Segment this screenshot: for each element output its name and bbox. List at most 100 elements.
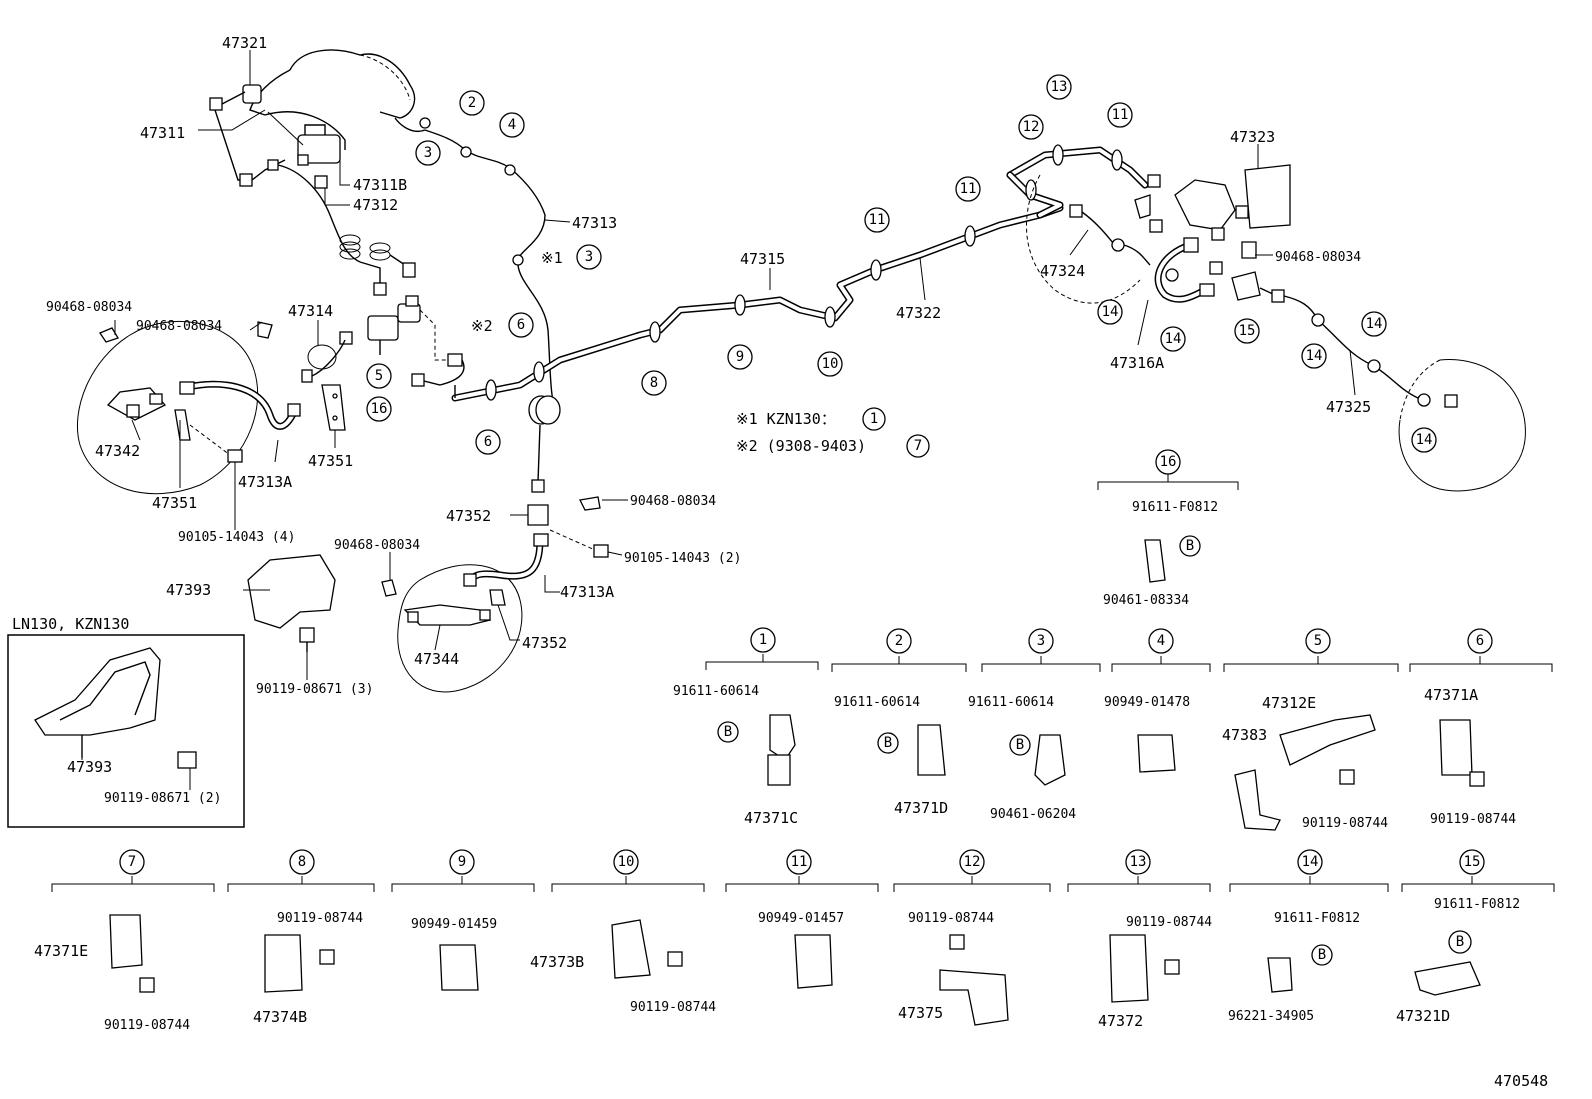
group-12-b: 47375: [898, 1004, 943, 1022]
group-2-a: 91611-60614: [834, 695, 920, 710]
note-2-ref: 7: [914, 438, 922, 454]
group-3-num: 3: [1037, 633, 1045, 649]
callout-15: 15: [1239, 323, 1256, 339]
group-2-b: B: [884, 735, 892, 751]
label-clip-c: 90468-08034: [630, 494, 716, 509]
callout-16: 16: [371, 401, 388, 417]
label-47316a: 47316A: [1110, 354, 1164, 372]
inset-title: LN130, KZN130: [12, 615, 129, 633]
note-1-ref: 1: [870, 411, 878, 427]
callout-8: 8: [650, 375, 658, 391]
group-6-num: 6: [1476, 633, 1484, 649]
group-9-a: 90949-01459: [411, 917, 497, 932]
label-47351-a: 47351: [152, 494, 197, 512]
label-bolt-4: 90105-14043 (4): [178, 530, 295, 545]
group-15-c: 47321D: [1396, 1007, 1450, 1025]
label-47321: 47321: [222, 34, 267, 52]
group-2-num: 2: [895, 633, 903, 649]
group-15-num: 15: [1464, 854, 1481, 870]
group-9-num: 9: [458, 854, 466, 870]
group-3-a: 91611-60614: [968, 695, 1054, 710]
label-47325: 47325: [1326, 398, 1371, 416]
label-47313a-right: 47313A: [560, 583, 614, 601]
group-3-c: 90461-06204: [990, 807, 1076, 822]
group-15-b: B: [1456, 934, 1464, 950]
label-bolt-3: 90119-08671 (3): [256, 682, 373, 697]
center-tube-run: [451, 204, 1064, 558]
group-6-b: 90119-08744: [1430, 812, 1516, 827]
group-10-b: 90119-08744: [630, 1000, 716, 1015]
group-14-num: 14: [1302, 854, 1319, 870]
callout-14-c: 14: [1306, 348, 1323, 364]
group-15-a: 91611-F0812: [1434, 897, 1520, 912]
inset-bolt: 90119-08671 (2): [104, 791, 221, 806]
group-8-num: 8: [298, 854, 306, 870]
callout-13: 13: [1051, 79, 1068, 95]
shield-47393: [247, 554, 336, 652]
proportioning-valve: [301, 295, 465, 431]
rear-tube-assembly: [1006, 144, 1526, 492]
callout-6-a: 6: [517, 317, 525, 333]
front-right-wheel: [381, 533, 549, 693]
label-47352-b: 47352: [522, 634, 567, 652]
label-47311b: 47311B: [353, 176, 407, 194]
note-1: ※1 KZN130：: [736, 410, 836, 428]
group-14-a: 91611-F0812: [1274, 911, 1360, 926]
label-47322: 47322: [896, 304, 941, 322]
group-2-c: 47371D: [894, 799, 948, 817]
callout-12: 12: [1023, 119, 1040, 135]
group-1-num: 1: [759, 632, 767, 648]
group-8-a: 90119-08744: [277, 911, 363, 926]
group-11-a: 90949-01457: [758, 911, 844, 926]
label-47342: 47342: [95, 442, 140, 460]
label-note1-mark: ※1: [541, 249, 563, 267]
detail-groups: 16 91611-F0812 B 90461-08334 1 91611-606…: [34, 449, 1520, 1033]
label-bolt-2: 90105-14043 (2): [624, 551, 741, 566]
callout-5: 5: [375, 368, 383, 384]
callout-9: 9: [736, 349, 744, 365]
group-brackets: [51, 474, 1555, 892]
inset-box: [7, 634, 245, 828]
callout-3-b: 3: [585, 249, 593, 265]
label-clip-b: 90468-08034: [136, 319, 222, 334]
group-1-a: 91611-60614: [673, 684, 759, 699]
part-labels: 47321 47311 47311B 47312 47313 47315 473…: [46, 34, 1371, 697]
group-1-b: B: [724, 724, 732, 740]
label-47313: 47313: [572, 214, 617, 232]
group-4-num: 4: [1157, 633, 1165, 649]
callout-11-b: 11: [960, 181, 977, 197]
group-12-num: 12: [964, 854, 981, 870]
clip-details: [109, 539, 1485, 1026]
label-47352-a: 47352: [446, 507, 491, 525]
group-7-num: 7: [128, 854, 136, 870]
label-47393: 47393: [166, 581, 211, 599]
label-47315: 47315: [740, 250, 785, 268]
label-47351-b: 47351: [308, 452, 353, 470]
label-clip-d: 90468-08034: [334, 538, 420, 553]
group-12-a: 90119-08744: [908, 911, 994, 926]
group-6-a: 47371A: [1424, 686, 1478, 704]
group-10-num: 10: [618, 854, 635, 870]
label-47311: 47311: [140, 124, 185, 142]
group-16-num: 16: [1160, 454, 1177, 470]
callout-4: 4: [508, 117, 516, 133]
group-1-c: 47371C: [744, 809, 798, 827]
group-8-b: 47374B: [253, 1008, 307, 1026]
inset-part: 47393: [67, 758, 112, 776]
inset-text: LN130, KZN130 47393 90119-08671 (2): [12, 615, 221, 806]
callout-10: 10: [822, 356, 839, 372]
group-5-b: 47383: [1222, 726, 1267, 744]
label-clip-e: 90468-08034: [1275, 250, 1361, 265]
group-13-b: 47372: [1098, 1012, 1143, 1030]
callouts: 2 3 4 3 6 6 8 9 10 11 11 11 12 13 14 14 …: [366, 74, 1437, 455]
group-14-c: 96221-34905: [1228, 1009, 1314, 1024]
group-4-a: 90949-01478: [1104, 695, 1190, 710]
callout-11-a: 11: [869, 212, 886, 228]
callout-14-e: 14: [1416, 432, 1433, 448]
callout-6-b: 6: [484, 434, 492, 450]
group-10-a: 47373B: [530, 953, 584, 971]
label-47313a-left: 47313A: [238, 473, 292, 491]
callout-14-b: 14: [1165, 331, 1182, 347]
group-11-num: 11: [791, 854, 808, 870]
